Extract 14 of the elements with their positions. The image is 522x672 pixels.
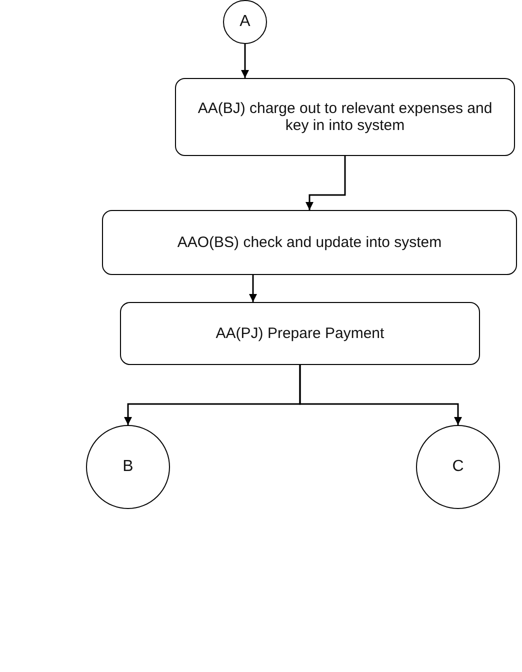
node-label: A: [240, 13, 250, 31]
process-box: [175, 78, 515, 156]
process-box: [102, 210, 517, 275]
node-label: B: [122, 458, 134, 476]
connector-circle: [223, 0, 267, 44]
arrow: [241, 44, 249, 78]
node-label: AA(BJ) charge out to relevant expenses and key in into system: [196, 100, 494, 134]
process-box: [120, 302, 480, 365]
node-label: C: [452, 458, 464, 476]
node-label: AA(PJ) Prepare Payment: [216, 325, 384, 342]
arrow: [249, 275, 257, 302]
node-label: AAO(BS) check and update into system: [177, 234, 442, 251]
arrow: [299, 365, 462, 425]
arrow: [306, 156, 346, 210]
